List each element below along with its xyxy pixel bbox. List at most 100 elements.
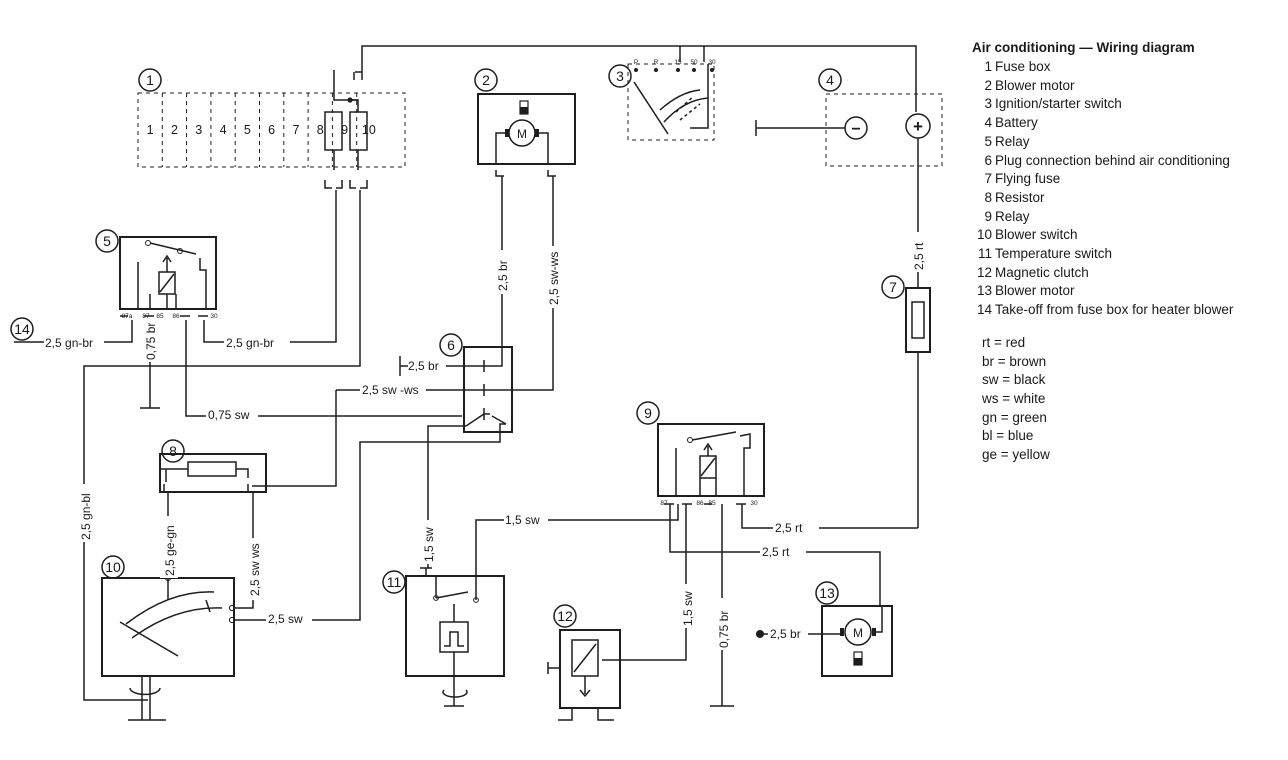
wire-label: 2,5 gn-bl (79, 493, 93, 540)
wire-label: 2,5 sw-ws (547, 252, 561, 305)
battery: − + (755, 93, 943, 167)
legend-item-label: Blower motor (995, 283, 1075, 299)
color-code-item: ws = white (982, 390, 1046, 406)
svg-text:8: 8 (169, 443, 177, 459)
wire-label: 2,5 br (496, 260, 510, 291)
callout-14: 14 (10, 317, 44, 343)
legend-item-label: Magnetic clutch (995, 264, 1089, 280)
legend-item-number: 9 (984, 208, 992, 224)
wire-label: 1,5 sw (505, 513, 540, 527)
ignition-terminal-15: 15 (674, 59, 682, 66)
fuse-number-3: 3 (195, 123, 202, 137)
callout-1: 1 (138, 68, 162, 92)
legend-item-label: Ignition/starter switch (995, 96, 1122, 112)
wire-label: 2,5 ge-gn (163, 525, 177, 576)
svg-text:9: 9 (644, 405, 652, 421)
legend-item-number: 5 (984, 133, 992, 149)
temperature-switch (405, 519, 520, 707)
legend-item-label: Flying fuse (995, 171, 1061, 187)
svg-text:M: M (517, 127, 527, 141)
svg-text:4: 4 (826, 72, 834, 88)
legend-item-number: 1 (984, 59, 992, 74)
legend-item-number: 10 (976, 227, 992, 243)
ignition-terminal-P: P (634, 59, 638, 66)
fuse-number-2: 2 (171, 123, 178, 137)
fuse-number-4: 4 (220, 123, 227, 137)
color-code-item: gn = green (982, 409, 1047, 425)
legend-item-number: 13 (976, 283, 992, 299)
wire-label: 0,75 sw (208, 408, 250, 422)
wire-label: 1,5 sw (681, 591, 695, 626)
fuse-number-8: 8 (317, 123, 324, 137)
callout-10: 10 (101, 555, 125, 579)
legend-item-number: 3 (984, 96, 992, 112)
blower-motor-2: M (477, 93, 576, 165)
legend-item-number: 14 (976, 302, 992, 318)
svg-text:3: 3 (616, 68, 624, 84)
callout-7: 7 (881, 275, 905, 299)
svg-text:−: − (851, 121, 860, 138)
relay5-terminal-85: 85 (156, 313, 164, 320)
legend-item-number: 12 (976, 264, 992, 280)
color-code-item: ge = yellow (982, 447, 1050, 463)
svg-text:13: 13 (819, 585, 835, 601)
color-code-item: br = brown (982, 353, 1047, 369)
legend-item-number: 2 (984, 77, 992, 93)
legend-item-label: Battery (995, 115, 1038, 131)
legend-item-label: Plug connection behind air conditioning (995, 152, 1230, 168)
fuse-number-7: 7 (292, 123, 299, 137)
relay9-terminal-85: 85 (708, 500, 716, 507)
svg-text:14: 14 (14, 321, 30, 337)
wire-label: 2,5 rt (762, 545, 790, 559)
svg-text:M: M (853, 626, 863, 640)
fuse-number-6: 6 (268, 123, 275, 137)
legend-item-label: Relay (995, 133, 1030, 149)
wire-label: 2,5 gn-br (226, 336, 274, 350)
legend-item-label: Take-off from fuse box for heater blower (995, 302, 1234, 318)
wire-label: 2,5 sw -ws (362, 383, 419, 397)
svg-text:12: 12 (557, 608, 573, 624)
fuse-number-1: 1 (147, 123, 154, 137)
callout-3: 3 (608, 64, 632, 88)
svg-text:6: 6 (447, 337, 455, 353)
wire-label: 2,5 rt (912, 242, 926, 270)
flying-fuse (905, 270, 931, 528)
svg-text:+: + (913, 117, 923, 136)
resistor (159, 453, 267, 493)
callout-11: 11 (382, 570, 406, 594)
callout-4: 4 (818, 68, 842, 92)
relay9-terminal-30: 30 (750, 500, 758, 507)
legend-item-label: Blower motor (995, 77, 1075, 93)
svg-text:5: 5 (103, 233, 111, 249)
wire-label: 2,5 rt (775, 521, 803, 535)
legend-item-label: Blower switch (995, 227, 1078, 243)
relay5-terminal-86: 86 (172, 313, 180, 320)
svg-text:11: 11 (387, 574, 402, 590)
legend-item-label: Relay (995, 208, 1030, 224)
callout-8: 8 (161, 439, 185, 463)
wire-label: 2,5 br (770, 627, 801, 641)
fuse-number-10: 10 (362, 123, 376, 137)
wire-label: 0,75 br (717, 611, 731, 648)
fuse-number-5: 5 (244, 123, 251, 137)
color-code-item: bl = blue (982, 428, 1034, 444)
callout-6: 6 (439, 333, 463, 357)
ignition-terminal-R: R (654, 59, 659, 66)
